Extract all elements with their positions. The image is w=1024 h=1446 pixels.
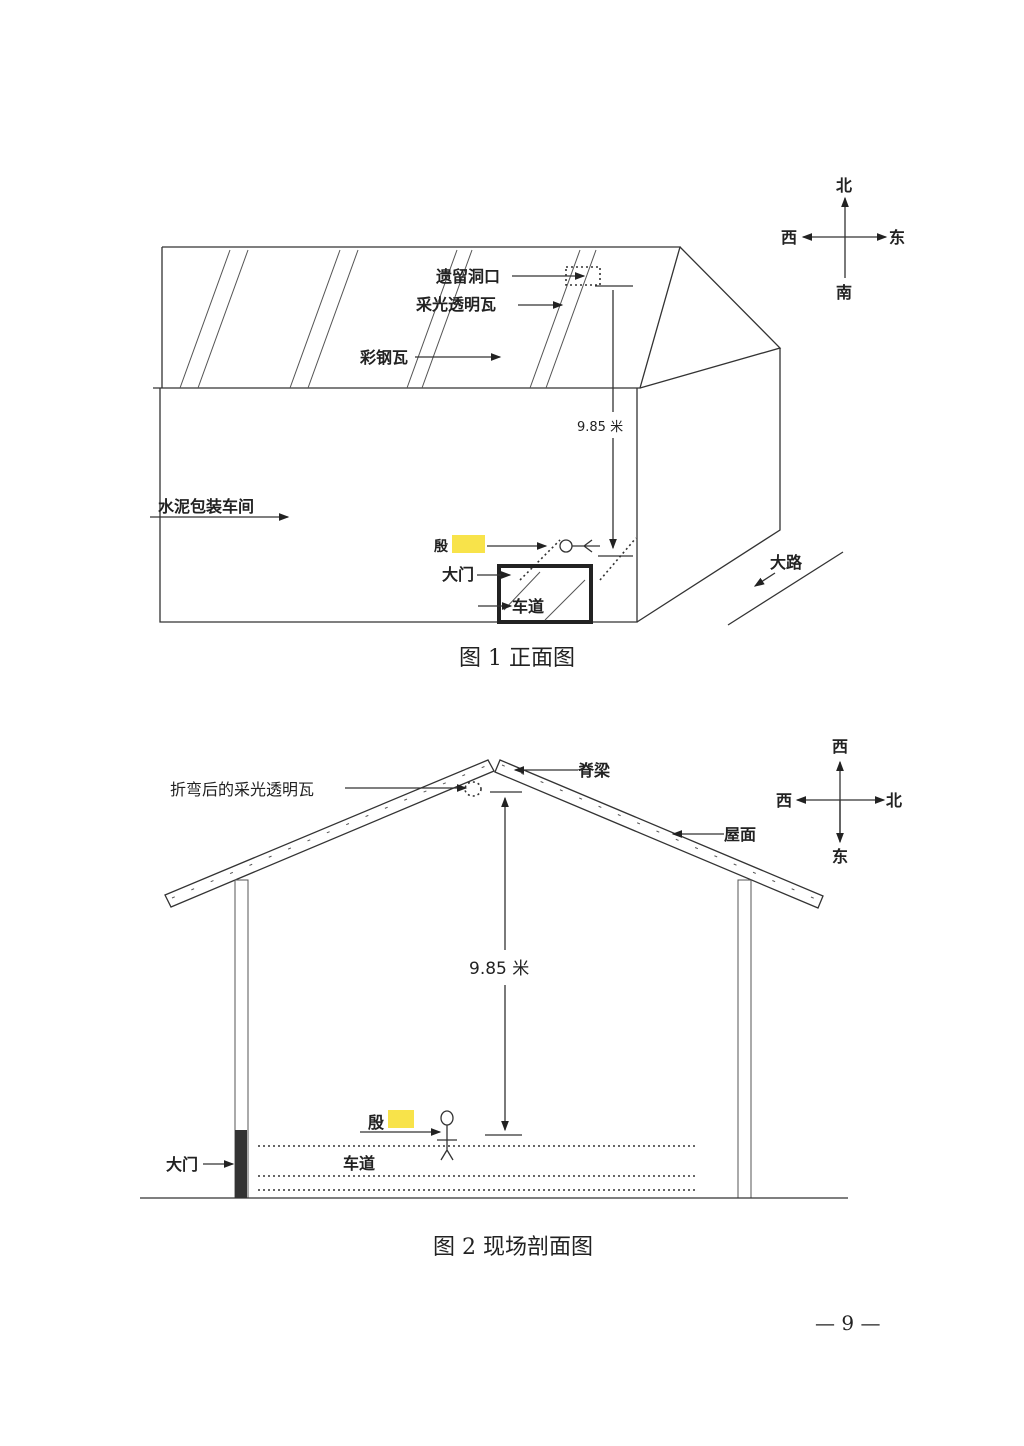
person-standing-icon xyxy=(437,1110,457,1161)
label-gate: 大门 xyxy=(442,565,474,584)
label-gate: 大门 xyxy=(166,1155,198,1174)
compass-1: 北 南 西 东 xyxy=(781,176,905,302)
page-number: — 9 — xyxy=(815,1311,880,1335)
label-skylight-tile: 采光透明瓦 xyxy=(415,295,496,314)
label-lane: 车道 xyxy=(512,597,544,616)
figure-1-caption: 图 1 正面图 xyxy=(459,646,575,671)
label-person: 殷 xyxy=(368,1113,385,1132)
compass-2: 西 西 北 东 xyxy=(776,737,902,866)
compass-north: 北 xyxy=(836,176,852,195)
roof xyxy=(164,759,824,909)
person-lying-icon xyxy=(519,537,637,581)
lane-lines xyxy=(258,1145,695,1191)
figure-1-front-view: 遗留洞口 采光透明瓦 彩钢瓦 9.85 米 水泥包装车间 殷 大门 车道 xyxy=(150,176,905,671)
skylight-marker xyxy=(464,781,482,797)
compass-bottom: 东 xyxy=(832,847,848,866)
label-steel-tile: 彩钢瓦 xyxy=(359,348,408,367)
label-road: 大路 xyxy=(770,553,803,572)
compass-left: 西 xyxy=(776,791,792,810)
road: 大路 xyxy=(727,551,844,626)
height-dimension: 9.85 米 xyxy=(469,791,529,1136)
compass-right: 北 xyxy=(886,791,902,810)
roof-stripes xyxy=(179,249,597,389)
compass-east: 东 xyxy=(889,228,905,247)
compass-west: 西 xyxy=(781,228,797,247)
label-hole: 遗留洞口 xyxy=(435,267,500,286)
label-workshop: 水泥包装车间 xyxy=(158,497,254,516)
compass-south: 南 xyxy=(836,283,852,302)
label-person: 殷 xyxy=(434,538,449,555)
building-outline xyxy=(153,246,782,623)
posts xyxy=(234,879,752,1199)
compass-top: 西 xyxy=(832,737,848,756)
gate xyxy=(235,1130,247,1198)
height-dimension: 9.85 米 xyxy=(577,285,633,557)
height-label: 9.85 米 xyxy=(469,959,529,979)
redaction-box xyxy=(452,535,485,553)
redaction-box xyxy=(388,1110,414,1128)
label-bent-skylight: 折弯后的采光透明瓦 xyxy=(170,780,314,799)
gate xyxy=(497,564,593,624)
figure-2-caption: 图 2 现场剖面图 xyxy=(433,1235,593,1260)
label-roof: 屋面 xyxy=(724,825,756,844)
figure-2-section-view: 折弯后的采光透明瓦 脊梁 屋面 9.85 米 殷 大门 车道 西 xyxy=(140,737,902,1260)
height-label: 9.85 米 xyxy=(577,420,623,435)
label-ridge-beam: 脊梁 xyxy=(577,761,611,780)
label-lane: 车道 xyxy=(343,1154,375,1173)
